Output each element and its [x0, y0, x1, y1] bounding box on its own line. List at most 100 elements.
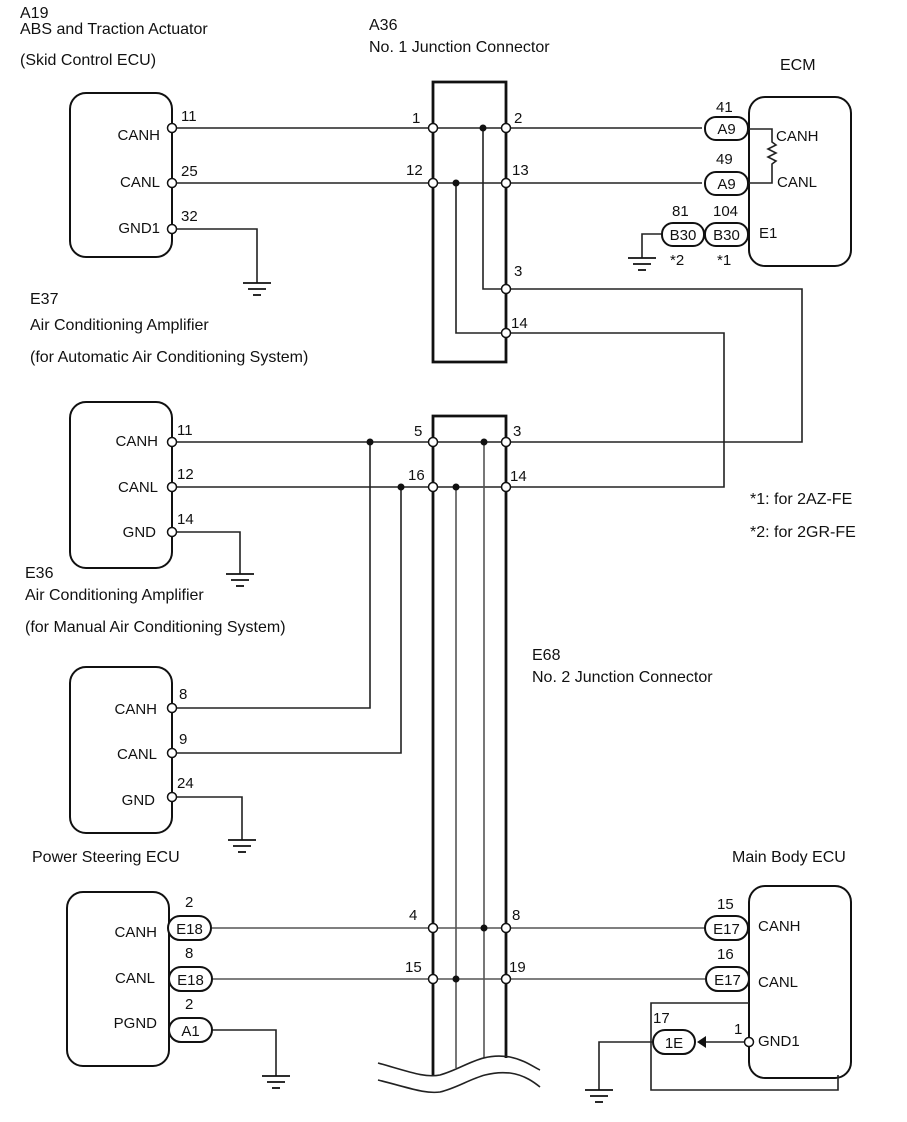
terminal-icon	[427, 436, 439, 448]
ecm-note-1: *1	[717, 252, 731, 269]
splice-dot-icon	[452, 483, 460, 491]
splice-dot-icon	[397, 483, 405, 491]
terminal-icon	[500, 327, 512, 339]
terminal-icon	[500, 973, 512, 985]
svg-text:E17: E17	[714, 972, 741, 989]
ecm-conn-b30-e1: B30	[704, 222, 749, 247]
ecm-conn-a9-canl: A9	[704, 171, 749, 196]
ps-num-2: 2	[185, 894, 193, 911]
ground-icon	[585, 1089, 613, 1103]
break-line-upper	[377, 1055, 541, 1077]
e36-name: Air Conditioning Amplifier	[25, 587, 204, 604]
terminal-icon	[427, 177, 439, 189]
svg-text:A1: A1	[181, 1023, 199, 1040]
power-steering-ecu-label: Power Steering ECU	[32, 849, 180, 866]
wire-can-h-e36	[172, 442, 371, 709]
ps-pin-pgnd: PGND	[114, 1015, 158, 1032]
e37-num-11: 11	[177, 422, 193, 439]
termination-resistor-icon	[749, 128, 778, 184]
e68-junction-connector: 5 16 3 14 E68 No. 2 Junction Connector 4…	[405, 414, 713, 1075]
e37-pin-gnd: GND	[123, 524, 157, 541]
wire-can-l-a36-e68	[455, 183, 725, 488]
a19-abs-actuator: A19 ABS and Traction Actuator (Skid Cont…	[20, 5, 208, 258]
svg-text:1E: 1E	[665, 1035, 683, 1052]
ground-icon	[243, 282, 271, 296]
svg-text:B30: B30	[670, 227, 697, 244]
wire-can-l-e36	[172, 487, 402, 754]
e68-pin-4: 4	[409, 907, 417, 924]
splice-dot-icon	[479, 124, 487, 132]
a19-code: A19	[20, 5, 49, 22]
terminal-icon	[500, 122, 512, 134]
mb-conn-e17-canl: E17	[705, 966, 750, 992]
terminal-icon	[166, 177, 178, 189]
ps-conn-a1-pgnd: A1	[168, 1017, 213, 1043]
ecm-box	[748, 96, 852, 267]
connector-arrow-icon	[697, 1036, 706, 1048]
ground-icon	[228, 839, 256, 853]
a36-pin-3: 3	[514, 263, 522, 280]
terminal-icon	[500, 481, 512, 493]
a36-name: No. 1 Junction Connector	[369, 39, 550, 56]
ps-num-8: 8	[185, 945, 193, 962]
mb-enclosure-line	[650, 1002, 839, 1091]
main-body-ecu: Main Body ECU CANH CANL GND1 15 16 1 17	[650, 849, 852, 1091]
mb-num-15: 15	[717, 896, 734, 913]
e68-pin-5: 5	[414, 423, 422, 440]
mb-conn-1e-gnd: 1E	[652, 1029, 706, 1055]
ground-icon	[226, 573, 254, 587]
ps-pin-canl: CANL	[115, 970, 155, 987]
a19-box	[69, 92, 173, 258]
ecm-num-81: 81	[672, 203, 689, 220]
splice-dot-icon	[452, 975, 460, 983]
e36-num-9: 9	[179, 731, 187, 748]
a36-pin-14: 14	[511, 315, 528, 332]
a19-pin-gnd1: GND1	[118, 220, 160, 237]
terminal-icon	[166, 223, 178, 235]
terminal-icon	[427, 922, 439, 934]
ecm-pin-canl: CANL	[777, 174, 817, 191]
a36-junction-connector: A36 No. 1 Junction Connector 1 12 2 13 3…	[369, 17, 550, 364]
a36-code: A36	[369, 17, 398, 34]
e37-num-12: 12	[177, 466, 194, 483]
a19-sub: (Skid Control ECU)	[20, 52, 156, 69]
terminal-icon	[166, 122, 178, 134]
splice-points	[366, 124, 488, 983]
mb-num-17: 17	[653, 1010, 670, 1027]
e68-pin-16: 16	[408, 467, 425, 484]
terminal-icon	[166, 481, 178, 493]
splice-dot-icon	[480, 438, 488, 446]
terminal-icon	[500, 283, 512, 295]
e36-num-24: 24	[177, 775, 194, 792]
wire-mb-gnd	[598, 1041, 652, 1090]
a19-num-gnd1: 32	[181, 208, 198, 225]
mb-pin-canl: CANL	[758, 974, 798, 991]
svg-text:E17: E17	[713, 921, 740, 938]
a36-pin-1: 1	[412, 110, 420, 127]
splice-dot-icon	[366, 438, 374, 446]
e68-pin-19: 19	[509, 959, 526, 976]
terminal-icon	[500, 177, 512, 189]
mb-name: Main Body ECU	[732, 849, 846, 866]
wire-e37-gnd	[172, 531, 241, 574]
e36-pin-canl: CANL	[117, 746, 157, 763]
e68-pin-15: 15	[405, 959, 422, 976]
connectors: A9 A9 B30 B30 E18 E18 A1 E17	[167, 116, 750, 1055]
e37-pin-canh: CANH	[115, 433, 158, 450]
terminal-icon	[427, 122, 439, 134]
e37-sub: (for Automatic Air Conditioning System)	[30, 349, 308, 366]
ps-conn-e18-canh: E18	[167, 915, 212, 941]
e68-pin-3: 3	[513, 423, 521, 440]
terminal-icon	[427, 973, 439, 985]
a36-body	[431, 80, 508, 364]
terminal-icon	[500, 436, 512, 448]
mb-num-16: 16	[717, 946, 734, 963]
ps-num-2b: 2	[185, 996, 193, 1013]
ground-icon	[262, 1075, 290, 1089]
e37-pin-canl: CANL	[118, 479, 158, 496]
terminal-icon	[166, 526, 178, 538]
ecm-conn-b30-alt: B30	[661, 222, 705, 247]
e68-code: E68	[532, 647, 561, 664]
note-2: *2: for 2GR-FE	[750, 524, 856, 541]
